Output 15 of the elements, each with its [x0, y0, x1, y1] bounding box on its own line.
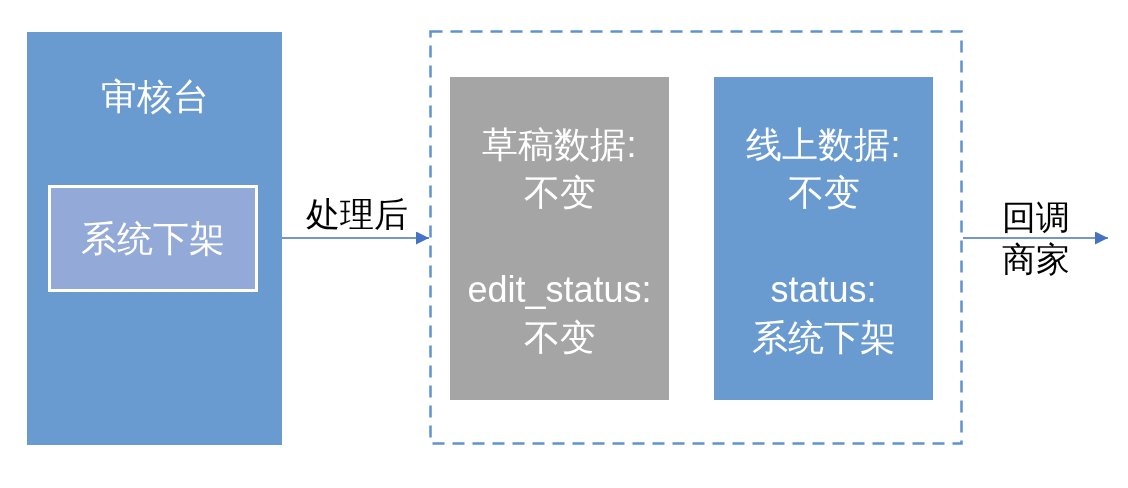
- arrow: [281, 231, 430, 245]
- node-text: 线上数据:不变: [745, 123, 902, 215]
- node-text: 系统下架: [81, 216, 225, 261]
- panel: [27, 32, 282, 445]
- edge-label: 处理后: [305, 194, 409, 234]
- dashed-frame: [429, 30, 963, 445]
- edge-label: 回调商家: [1001, 197, 1071, 280]
- process-box: [48, 185, 258, 292]
- node-text: 草稿数据:不变: [481, 123, 638, 215]
- data-box: [450, 77, 669, 400]
- data-box: [714, 77, 933, 400]
- node-text: edit_status: 不变: [466, 268, 653, 360]
- arrow: [962, 231, 1109, 245]
- node-text: status: 系统下架: [750, 268, 897, 360]
- panel-title: 审核台: [99, 75, 210, 119]
